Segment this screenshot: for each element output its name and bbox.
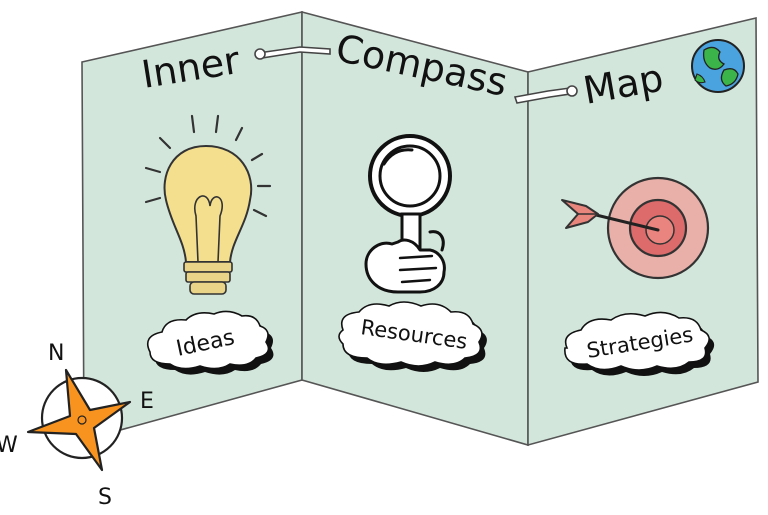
compass-rose-icon: N E S W — [0, 341, 154, 510]
globe-icon — [691, 39, 745, 93]
label-cloud-strategies: Strategies — [564, 311, 715, 376]
connector-dot — [566, 85, 578, 97]
label-cloud-resources: Resources — [338, 301, 487, 372]
title-connectors — [254, 46, 578, 104]
compass-east: E — [140, 389, 154, 414]
magnifying-glass-icon — [364, 134, 452, 294]
lightbulb-icon — [144, 114, 272, 295]
target-icon — [561, 176, 710, 280]
compass-north: N — [48, 341, 64, 366]
compass-west: W — [0, 433, 18, 458]
connector-dot — [254, 48, 266, 60]
compass-south: S — [98, 485, 112, 510]
label-cloud-ideas: Ideas — [146, 310, 274, 375]
